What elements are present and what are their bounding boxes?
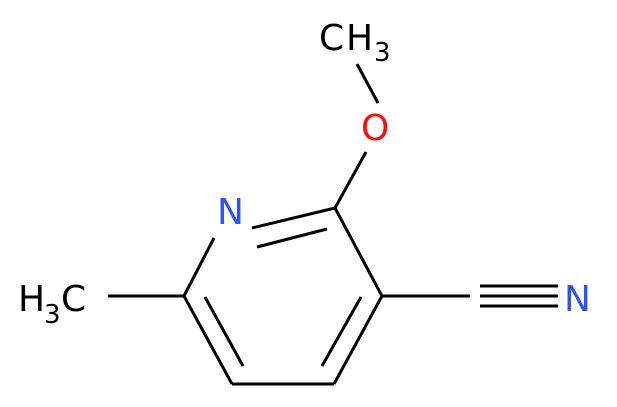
methoxy-methyl-label: C H 3 — [319, 18, 391, 68]
bond-c3-c4 — [332, 295, 384, 385]
bond-ring-n-c2 — [251, 206, 336, 230]
ring-methyl-hydrogens: H — [18, 279, 45, 320]
bond-c2-c3 — [333, 207, 384, 297]
ring-nitrogen-label: N — [217, 192, 244, 233]
bond-c5-c6 — [182, 295, 234, 385]
ring-methyl-h-count: 3 — [44, 300, 61, 330]
methoxy-methyl-element: C — [319, 18, 344, 59]
bond-c5-c6-inner — [203, 296, 245, 367]
methoxy-methyl-h-count: 3 — [374, 38, 391, 68]
methoxy-methyl-hydrogens: H — [346, 18, 373, 59]
bond-c3-c4-inner — [320, 296, 363, 367]
ring-methyl-element: C — [61, 279, 86, 320]
bond-c2-oxygen — [333, 151, 368, 209]
oxygen-label: O — [361, 108, 389, 149]
bond-ring-n-c2-inner — [256, 227, 328, 249]
bond-c6-ring-n — [182, 237, 216, 297]
bond-oxygen-methyl — [355, 63, 380, 104]
ring-methyl-label: H 3 C — [18, 279, 86, 330]
nitrile-nitrogen-label: N — [564, 279, 591, 320]
